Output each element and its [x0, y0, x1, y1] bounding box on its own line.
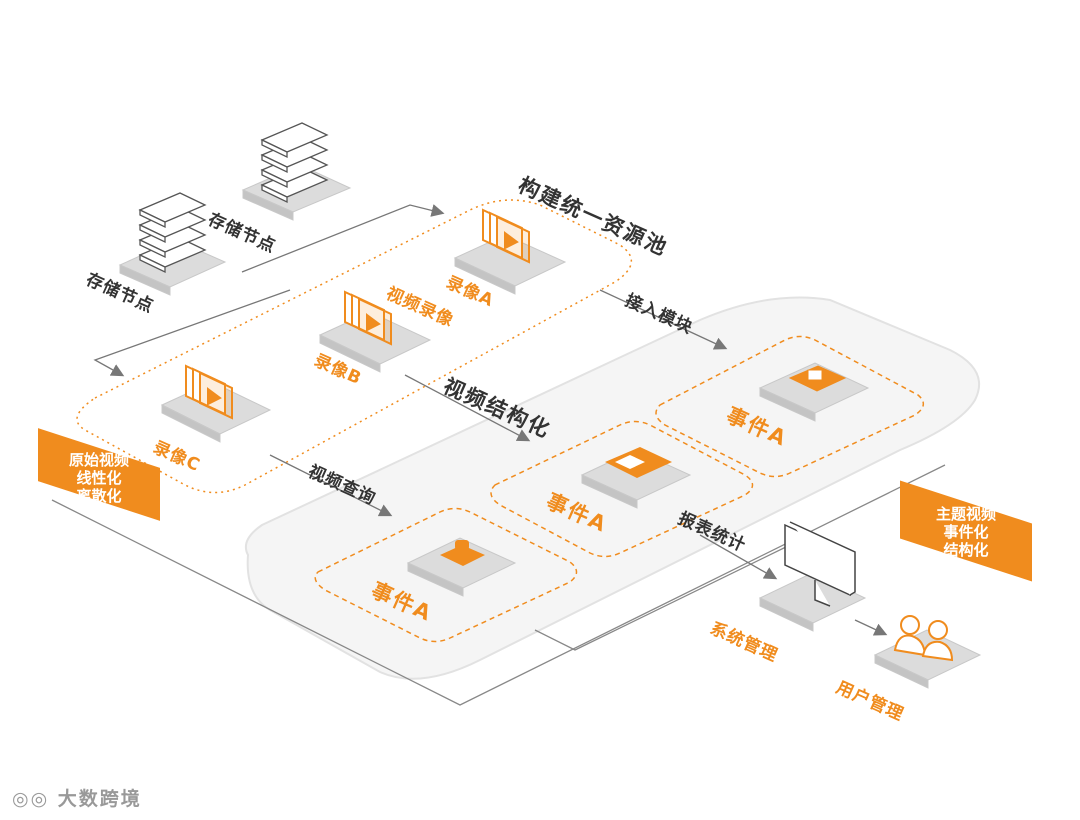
arrow-access: [599, 289, 728, 350]
raw-video-line: 线性化: [76, 469, 122, 487]
chart-icon: [605, 447, 672, 478]
event-box-top: [655, 335, 924, 478]
topic-video-line: 事件化: [943, 523, 989, 541]
users-icon: [893, 615, 954, 662]
monitor-icon: [784, 521, 856, 607]
arrow-query: [269, 454, 393, 517]
raw-video-line: 原始视频: [68, 451, 129, 469]
watermark: ◎◎ 大数跨境: [12, 784, 142, 811]
logo-icon: ◎◎: [12, 788, 58, 810]
storage-connector: [241, 204, 445, 273]
server-icon: [138, 192, 207, 274]
alarm-icon: [440, 540, 485, 566]
server-icon: [260, 122, 329, 204]
arrow-structuring: [404, 374, 531, 442]
camera-icon: [788, 365, 847, 392]
event-box-bottom: [314, 507, 578, 643]
topic-video-line: 主题视频: [935, 505, 996, 523]
watermark-text: 大数跨境: [57, 788, 142, 810]
video-icon: [482, 208, 530, 264]
frame-line-inner: [534, 544, 791, 651]
arrow-report: [699, 534, 778, 580]
raw-video-line: 离散化: [76, 487, 122, 505]
topic-video-line: 结构化: [943, 541, 989, 559]
event-box-mid: [490, 420, 754, 558]
arrow-users: [854, 619, 888, 636]
storage-connector-2: [93, 289, 291, 377]
video-icon: [185, 364, 233, 420]
frame-line-left: [51, 464, 946, 706]
video-icon: [344, 290, 392, 346]
